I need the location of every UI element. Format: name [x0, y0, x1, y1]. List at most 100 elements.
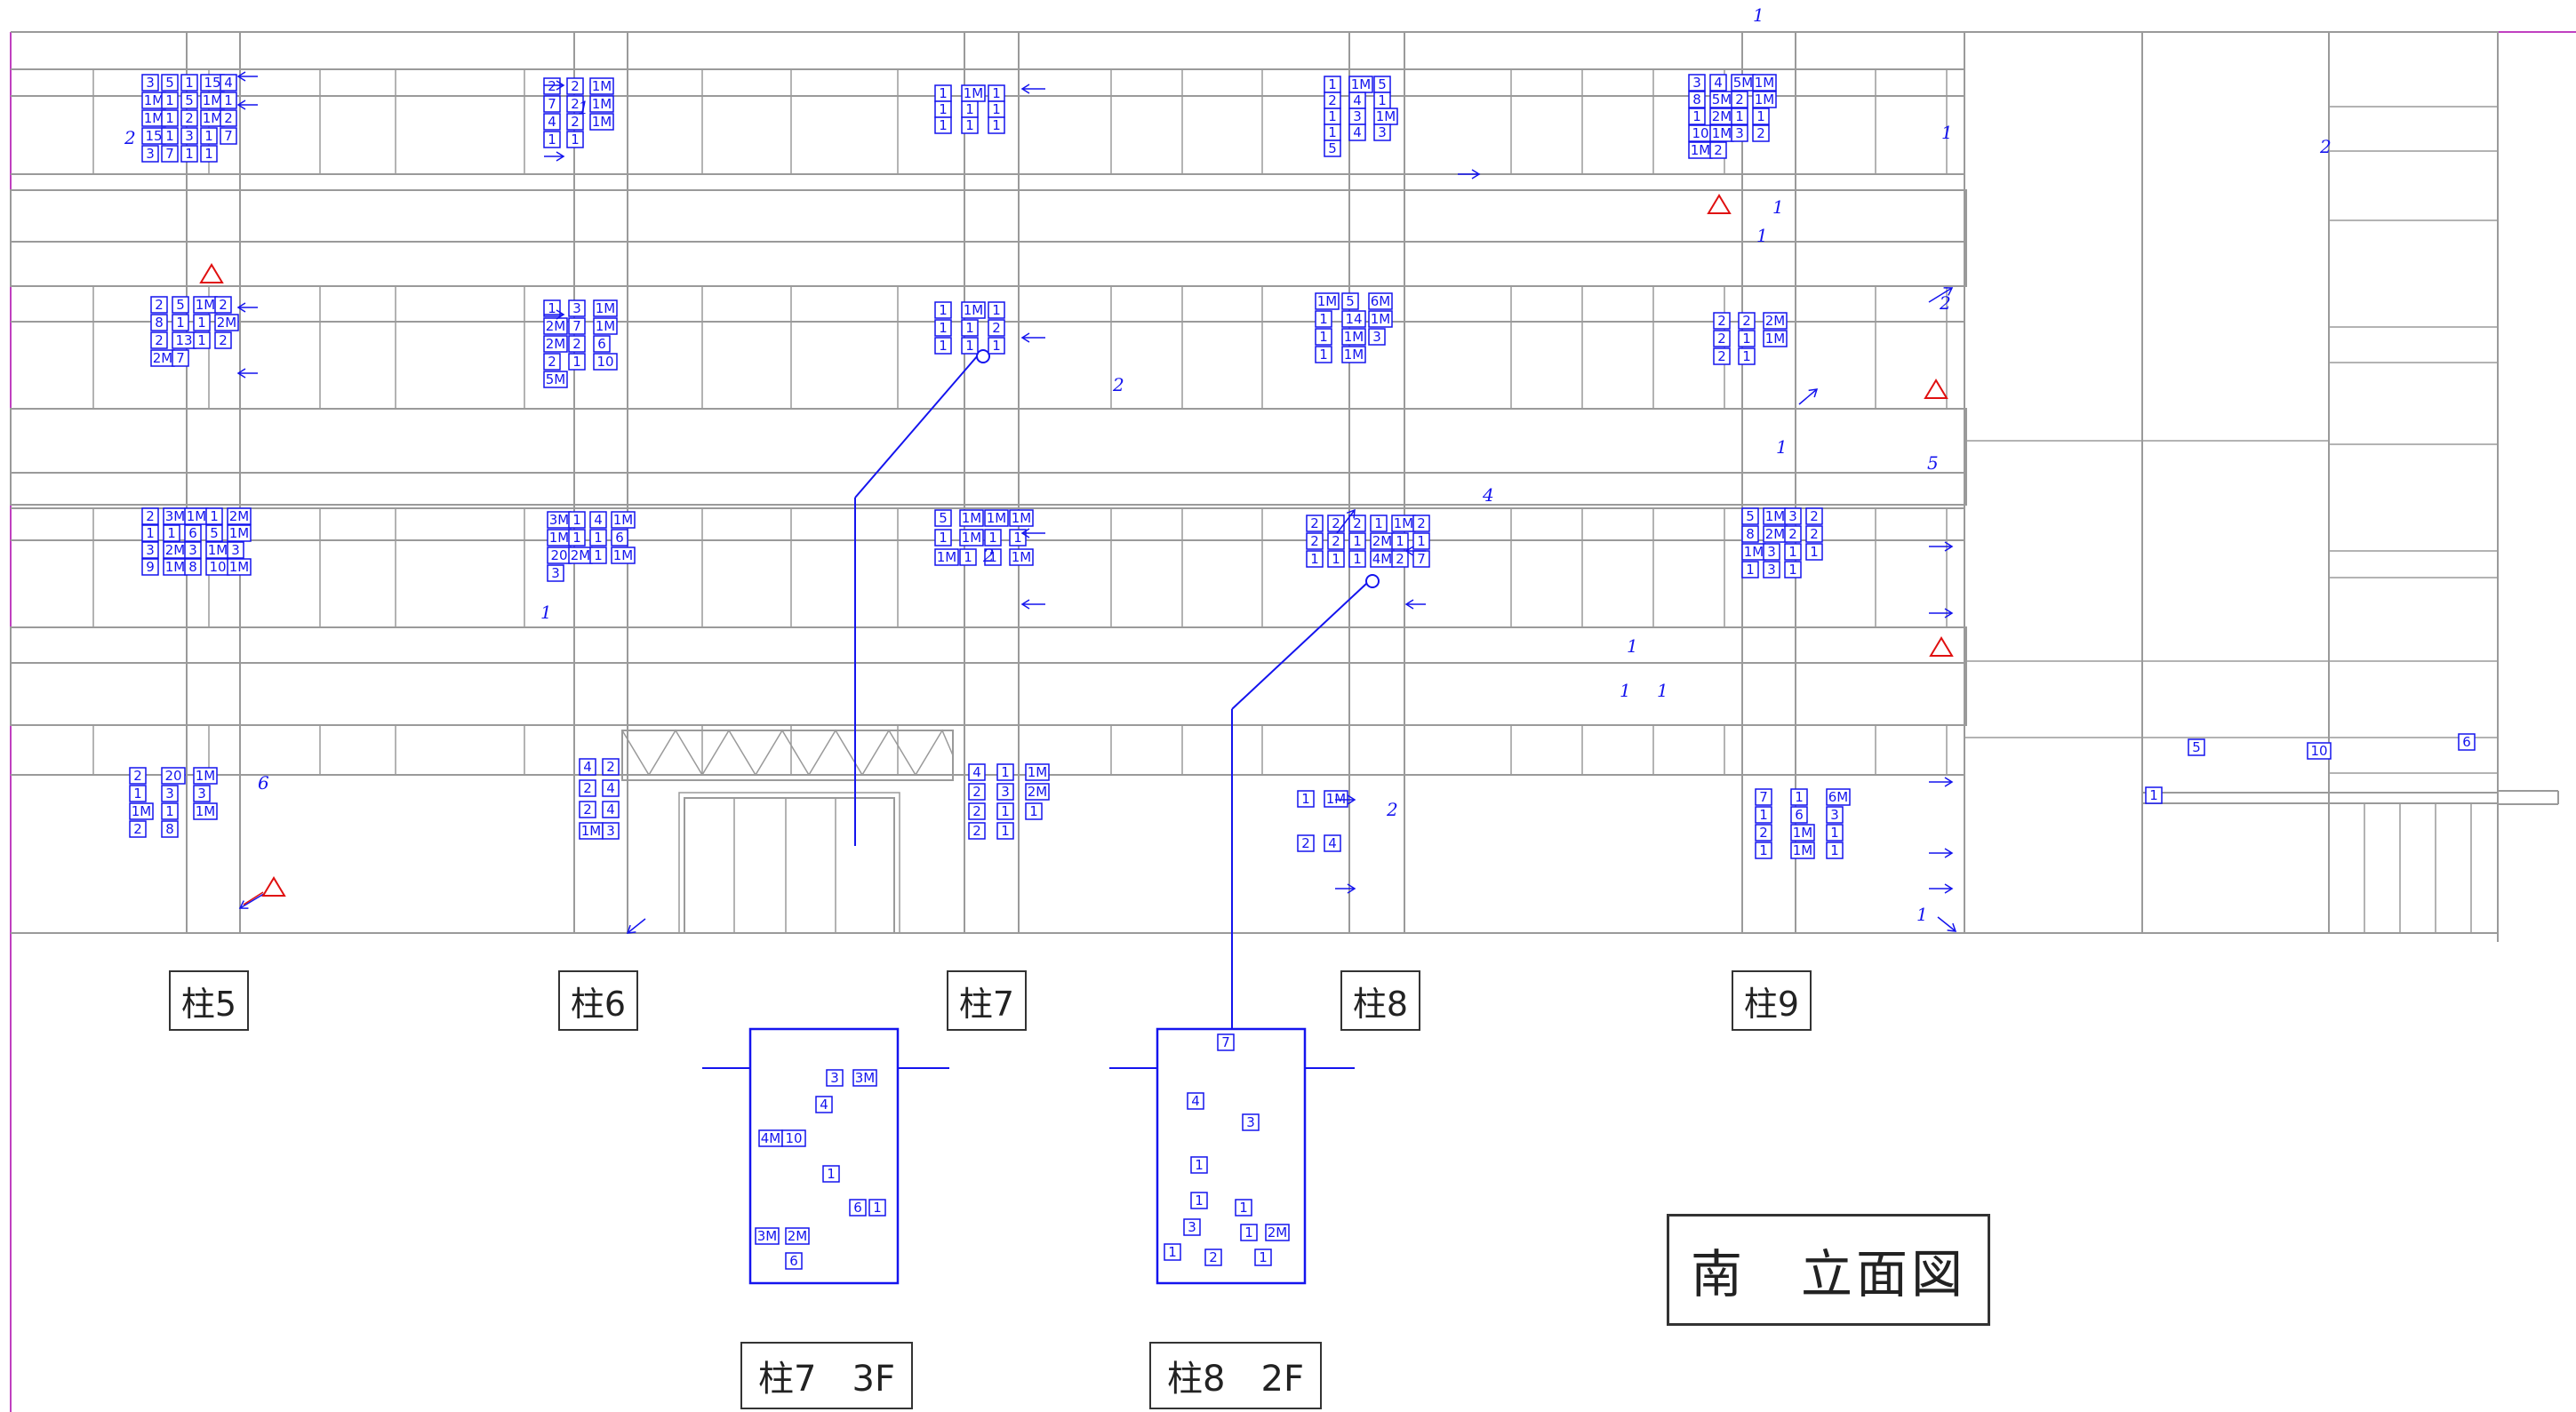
col9-f4-mark-text: 1 — [1735, 108, 1744, 124]
col6-f2-mark-box — [568, 529, 586, 546]
col6-f2-mark-text: 4 — [594, 512, 603, 528]
detail7-mark-text: 6 — [789, 1253, 798, 1269]
col5-f2-mark-box — [205, 507, 223, 525]
detail7-mark-box — [785, 1252, 803, 1270]
right-bay-mark-box — [2458, 733, 2476, 751]
col6-f2-mark-box — [589, 529, 607, 546]
col6-f2-mark-box — [611, 529, 628, 546]
arrow-head — [556, 309, 565, 320]
handwritten-note: 5 — [1927, 452, 1939, 474]
warning-triangle-icon — [261, 876, 286, 897]
col6-f2-mark-text: 1 — [594, 530, 603, 546]
canopy — [2141, 792, 2499, 804]
col5-f4-mark-box — [180, 145, 198, 163]
col5-f2-mark-text: 1M — [187, 508, 207, 524]
col5-f2-mark-text: 3 — [188, 542, 197, 558]
col7-f4-mark-box — [988, 116, 1005, 134]
col7-f1-mark-box — [996, 822, 1014, 840]
col8-f4-mark-text: 5 — [1378, 76, 1387, 92]
col9-f2-mark-text: 1M — [1765, 508, 1786, 524]
arrow-head — [1347, 883, 1356, 894]
col6-f3-mark-box — [543, 371, 568, 388]
col5-f1-mark-box — [193, 767, 218, 785]
col5-f1-mark-box — [129, 820, 147, 838]
col7-f1-mark-box — [996, 783, 1014, 801]
col8-f4-mark-box — [1373, 124, 1391, 141]
col8-f2-mark-text: 7 — [1417, 551, 1426, 567]
col6-f3-mark-box — [593, 299, 618, 317]
arrow-head — [236, 100, 246, 110]
col9-f1-mark-text: 1M — [1793, 825, 1813, 841]
col5-f4-mark-box — [180, 74, 198, 92]
col8-f2-mark-text: 2 — [1417, 515, 1426, 531]
col6-f4-mark-text: 2 — [571, 96, 580, 112]
col7-f2-mark-text: 1 — [1013, 530, 1022, 546]
col8-f2-mark-box — [1306, 532, 1324, 550]
col7-f1-mark-text: 2 — [972, 784, 981, 800]
col8-f3-mark-text: 1 — [1319, 347, 1328, 363]
col5-f4-mark-box — [141, 145, 159, 163]
col7-f1-mark-text: 1 — [1001, 823, 1010, 839]
building-outline — [10, 31, 2559, 942]
leader-col8-dot — [1365, 574, 1380, 588]
handwritten-note: 1 — [1753, 4, 1764, 26]
col5-f4-mark-text: 3 — [185, 128, 194, 144]
detail7-mark-text: 1 — [827, 1166, 836, 1182]
col5-f4-mark-box — [161, 92, 179, 109]
col9-f2-mark-text: 2 — [1810, 526, 1819, 542]
col9-f4-mark-text: 1M — [1691, 142, 1711, 158]
detail8-mark-text: 1 — [1259, 1249, 1268, 1265]
detail8-mark-box — [1254, 1248, 1272, 1266]
col6-f3-mark-text: 2M — [546, 318, 566, 334]
col5-f4-mark-text: 15 — [204, 75, 220, 91]
col7-f2-mark-box — [984, 529, 1002, 546]
handwritten-note: 2 — [2319, 136, 2332, 157]
detail7-mark-text: 3M — [855, 1070, 876, 1086]
col6-f2-mark-box — [611, 546, 636, 564]
col5-f2-mark-text: 1M — [208, 542, 228, 558]
col5-f2-mark-box — [227, 507, 252, 525]
arrow-line — [239, 891, 268, 909]
col8-f3-mark-text: 1M — [1344, 347, 1364, 363]
col9-f2-mark-text: 1 — [1746, 562, 1755, 578]
col7-f1-mark-text: 4 — [972, 764, 981, 780]
col6-f3-mark-box — [568, 353, 586, 371]
col8-f4-mark-box — [1348, 124, 1366, 141]
col5-f2-mark-box — [141, 524, 159, 542]
col8-f2-mark-text: 2 — [1353, 515, 1362, 531]
warning-triangle-icon — [199, 263, 224, 283]
col5-f2-mark-text: 1 — [167, 525, 176, 541]
col9-f1-mark-box — [1755, 824, 1772, 842]
arrow-head — [1947, 922, 1957, 932]
col5-f2-mark-text: 1M — [229, 525, 250, 541]
col6-f3-mark-box — [543, 335, 568, 353]
col8-f3-mark-box — [1368, 310, 1393, 328]
col9-f4-mark-text: 8 — [1692, 92, 1701, 108]
col6-f2-mark-text: 2M — [571, 547, 591, 563]
col8-f4-mark-text: 1M — [1351, 76, 1372, 92]
leader-col7 — [854, 355, 979, 499]
col6-f4-mark-text: 7 — [548, 96, 556, 112]
col5-f4-mark-box — [180, 92, 198, 109]
col8-f2-mark-box — [1306, 515, 1324, 532]
col6-f4-mark-box — [566, 95, 584, 113]
col9-f4-mark-box — [1731, 108, 1748, 125]
col7-f1-mark-box — [1025, 802, 1043, 820]
col8-f2-mark-box — [1412, 515, 1430, 532]
col5-f4-mark-text: 7 — [165, 146, 174, 162]
col6-f3-mark-text: 1 — [548, 300, 556, 316]
col6-f1-mark-box — [602, 779, 620, 797]
col9-f1-mark-box — [1826, 824, 1844, 842]
col6-f4-mark-text: 2 — [571, 114, 580, 130]
col7-f2-mark-box — [984, 548, 1002, 566]
detail8-mark-text: 1 — [1195, 1157, 1204, 1173]
col8-f1-mark-box — [1324, 834, 1341, 852]
col9-f2-mark-box — [1784, 543, 1802, 561]
arrow-line — [1928, 287, 1953, 303]
handwritten-note: 1 — [578, 97, 589, 118]
col8-f4-mark-text: 5 — [1328, 140, 1337, 156]
col6-f4-mark-text: 2 — [571, 78, 580, 94]
detail8-mark-box — [1204, 1248, 1222, 1266]
col6-f1-mark-text: 2 — [583, 802, 592, 818]
arrow-head — [1944, 608, 1954, 618]
